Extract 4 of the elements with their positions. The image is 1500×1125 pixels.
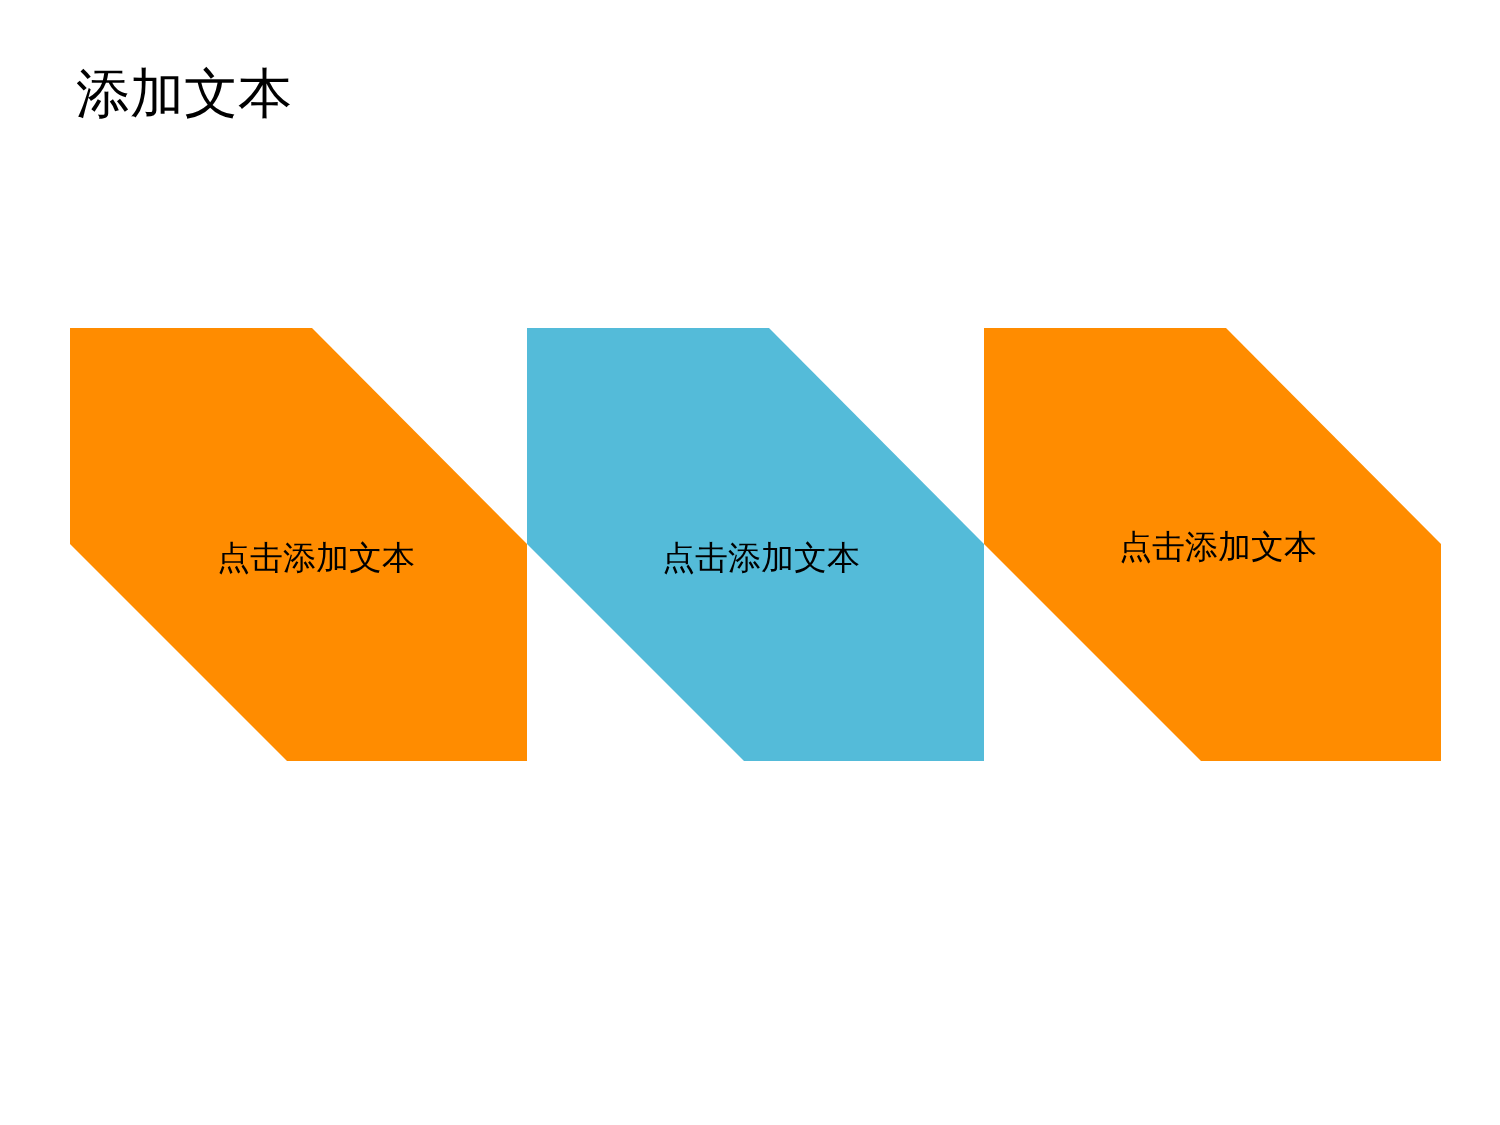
panel-text: 点击添加文本 [662, 536, 860, 579]
slide-title: 添加文本 [76, 61, 292, 127]
panel-text: 点击添加文本 [1119, 525, 1317, 568]
panel-text: 点击添加文本 [217, 536, 415, 579]
